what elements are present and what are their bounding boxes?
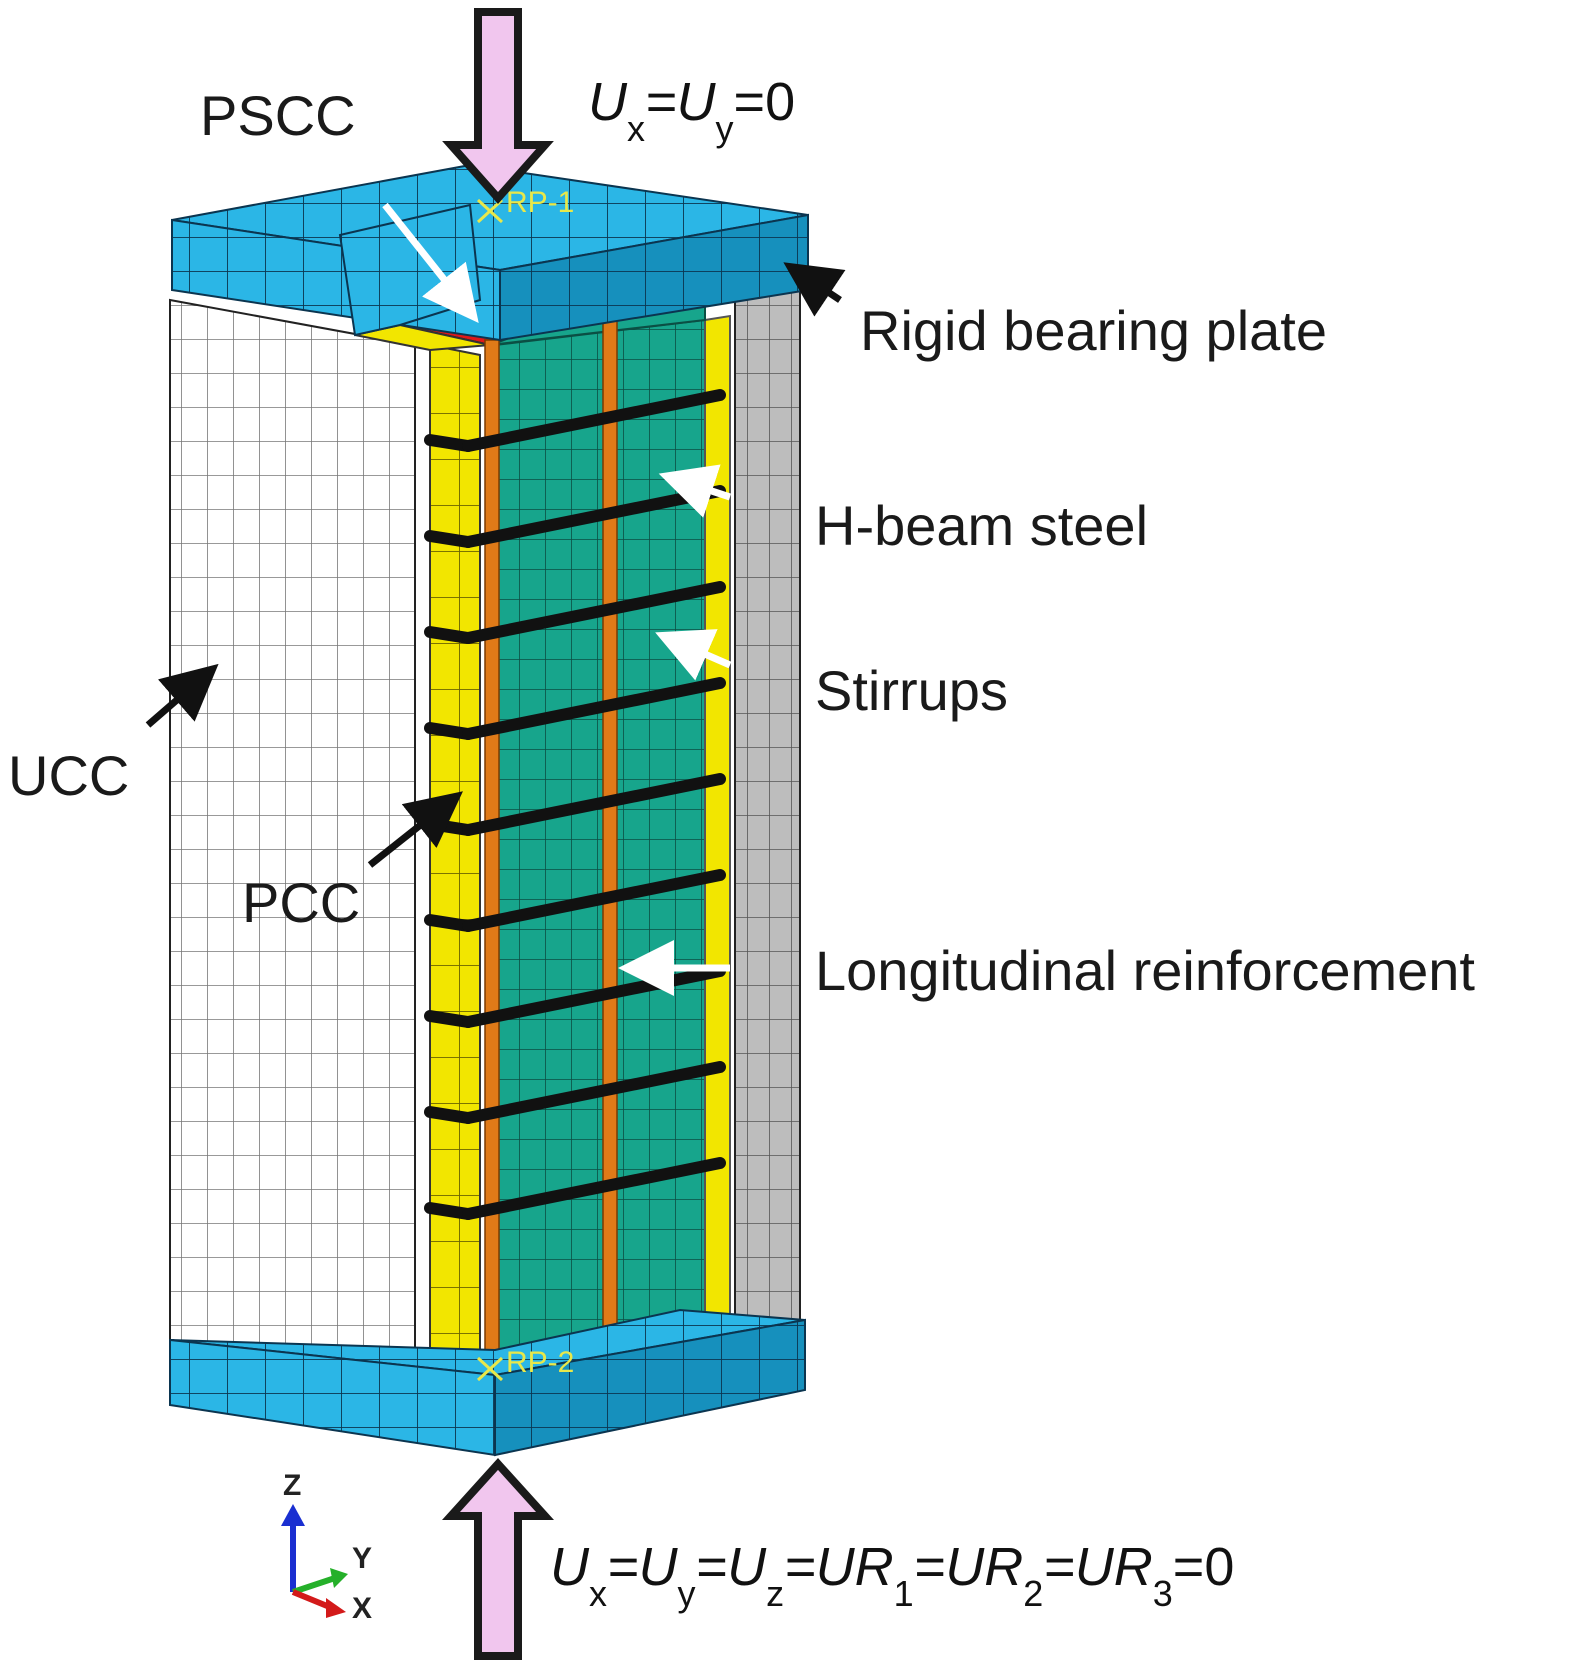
y-axis-label: Y: [352, 1542, 372, 1575]
pcc-section: [429, 343, 481, 1377]
stirrup-segment: [462, 773, 726, 836]
stirrups-group: [424, 389, 726, 1220]
rigid-plate-leader-arrow: [783, 262, 846, 317]
x-axis-label: X: [352, 1592, 372, 1625]
stirrup-segment: [462, 581, 726, 644]
stirrup-segment-left: [424, 530, 474, 548]
stirrup-segment-left: [424, 1010, 474, 1028]
stirrup-segment-left: [424, 626, 474, 644]
ucc-right-face: [734, 283, 801, 1362]
x-axis-line: [291, 1589, 334, 1611]
h-beam-steel-label: H-beam steel: [815, 494, 1148, 557]
pscc-label: PSCC: [200, 84, 356, 147]
stirrup-segment: [462, 389, 726, 452]
stirrup-segment-left: [424, 1106, 474, 1124]
longitudinal-reinforcement-label: Longitudinal reinforcement: [815, 939, 1475, 1002]
y-axis-head: [330, 1568, 348, 1588]
stirrup-segment: [462, 1157, 726, 1220]
pcc-leader-arrow: [367, 791, 463, 868]
stirrup-segment-left: [424, 914, 474, 932]
rp1-label: RP-1: [506, 186, 574, 219]
rp2-label: RP-2: [506, 1346, 574, 1379]
rp2-marker: [476, 1356, 504, 1382]
y-axis-line: [292, 1575, 336, 1595]
x-axis-head: [326, 1598, 346, 1618]
stirrup-segment: [462, 1061, 726, 1124]
ucc-left-face: [169, 298, 416, 1377]
stirrups-leader-arrow: [655, 629, 732, 681]
bottom-plate-right-face: [494, 1318, 806, 1457]
pcc-label: PCC: [242, 871, 360, 934]
stirrup-segment: [462, 677, 726, 740]
pscc-leader-arrow: [382, 202, 479, 323]
top-boundary-condition: Ux=Uy=0: [588, 72, 795, 149]
stirrup-segment: [462, 965, 726, 1028]
pcc-right-strip: [704, 314, 731, 1337]
stirrup-segment-left: [424, 434, 474, 452]
top-load-arrow: [442, 8, 554, 205]
stirrup-segment-left: [424, 1202, 474, 1220]
axis-triad: Z Y X: [281, 1469, 372, 1625]
bottom-boundary-condition: Ux=Uy=Uz=UR1=UR2=UR3=0: [550, 1537, 1234, 1614]
h-beam-leader-arrow: [658, 464, 732, 518]
stirrup-segment: [462, 869, 726, 932]
ucc-label: UCC: [8, 744, 129, 807]
z-axis-head: [281, 1504, 305, 1526]
stirrups-label: Stirrups: [815, 659, 1008, 722]
stirrup-segment-left: [424, 722, 474, 740]
longitudinal-rebar-1: [484, 339, 500, 1376]
ucc-leader-arrow: [145, 663, 219, 728]
bottom-load-arrow: [441, 1458, 555, 1660]
z-axis-label: Z: [283, 1469, 301, 1502]
rigid-bearing-plate-label: Rigid bearing plate: [860, 299, 1327, 362]
